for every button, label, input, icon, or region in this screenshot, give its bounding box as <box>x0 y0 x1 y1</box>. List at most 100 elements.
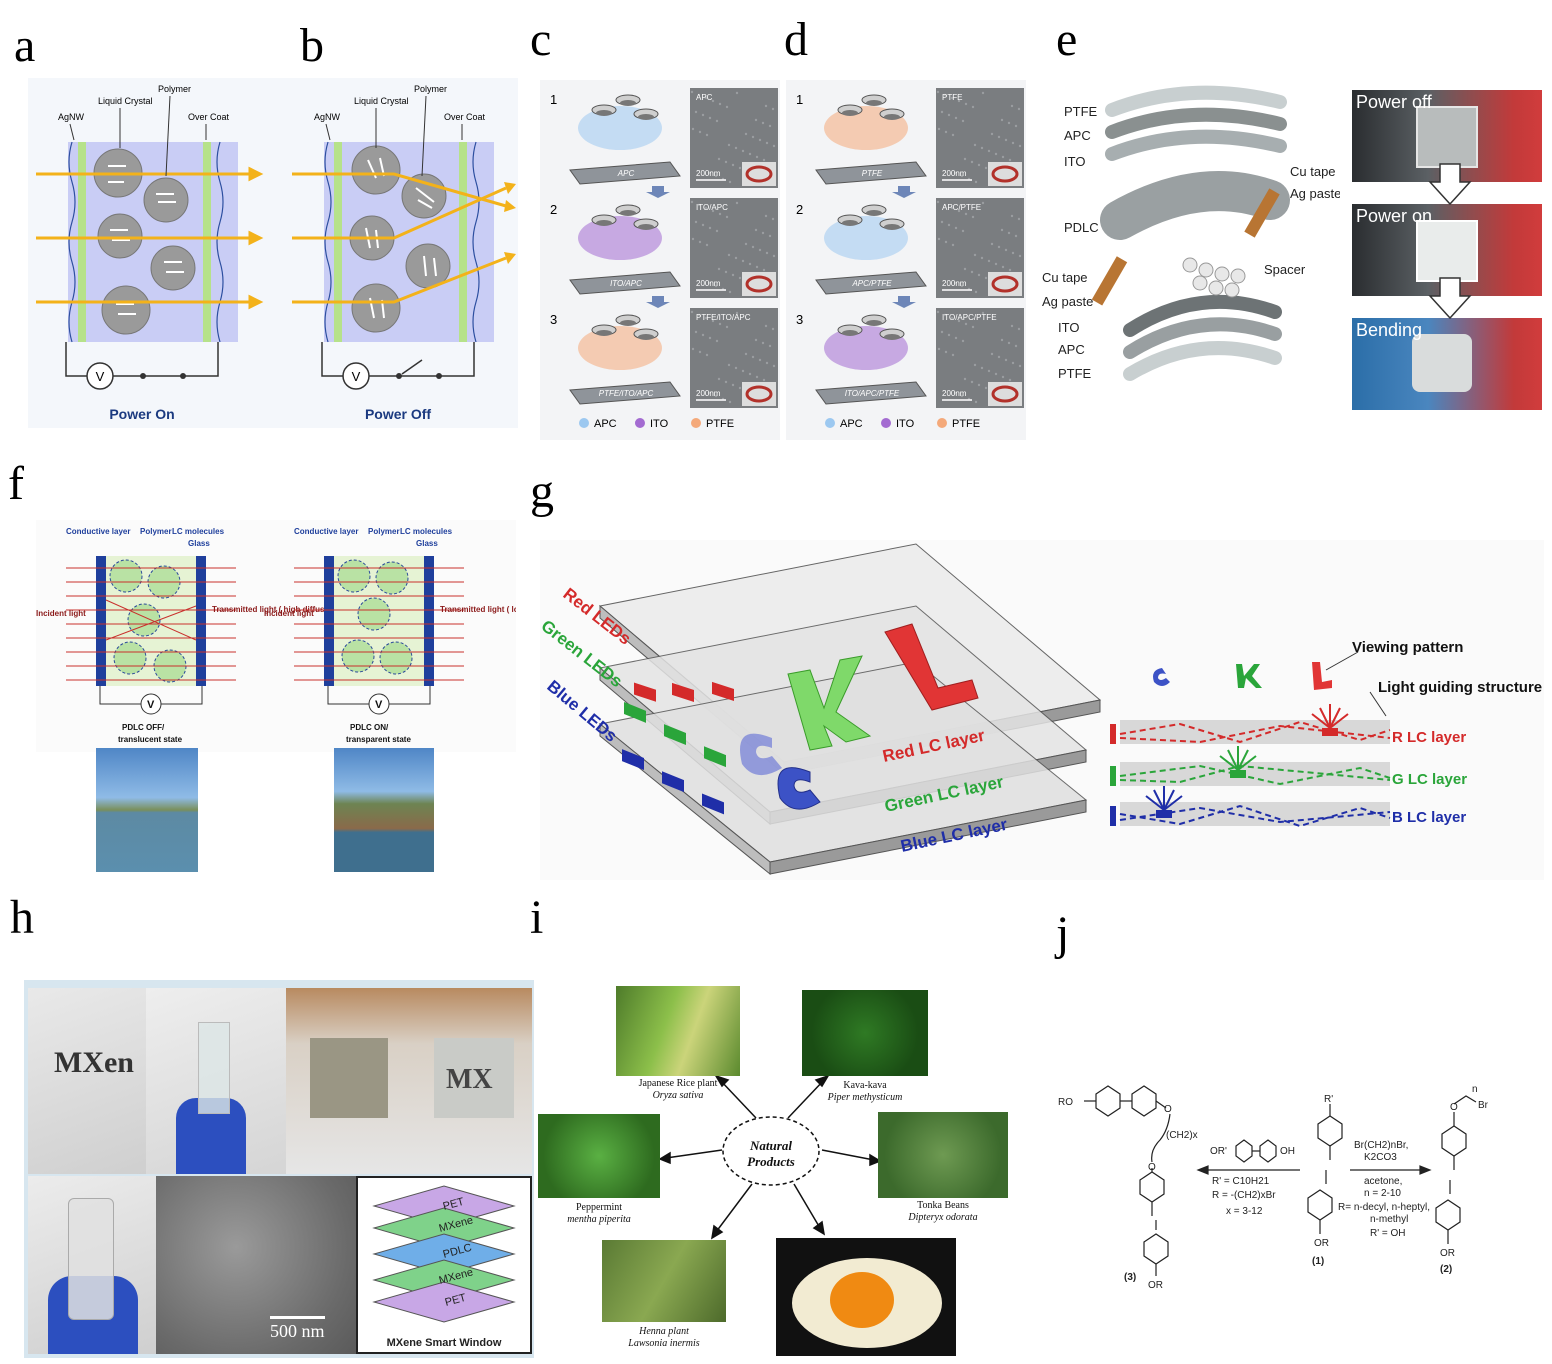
g-viewing-pattern: Viewing pattern <box>1352 639 1463 656</box>
g-r-lc-layer: R LC layer <box>1392 729 1466 746</box>
h-photo-1: MXen <box>28 988 146 1174</box>
voltmeter-b: V <box>352 369 361 384</box>
j-cmpd3: (3) <box>1124 1272 1136 1283</box>
j-br: Br <box>1478 1100 1489 1111</box>
j-right-cond-5: R= n-decyl, n-heptyl, <box>1338 1202 1430 1213</box>
g-g-lc-layer: G LC layer <box>1392 771 1467 788</box>
c-step-2-number: 2 <box>550 202 557 217</box>
h-photo-3 <box>286 988 412 1174</box>
label-lc-a: Liquid Crystal <box>98 96 153 106</box>
d-sem-3-label: ITO/APC/PTFE <box>942 313 997 322</box>
h-photo-2 <box>146 988 286 1174</box>
h-sem-scale: 500 nm <box>270 1316 325 1342</box>
e-photo-label-power-off: Power off <box>1356 92 1432 112</box>
c-sem-3-scale: 200nm <box>696 389 721 398</box>
panel-label-g: g <box>530 465 554 518</box>
d-sem-2-scale: 200nm <box>942 279 967 288</box>
j-or-3: OR <box>1148 1280 1163 1291</box>
c-sem-1-label: APC <box>696 93 713 102</box>
j-left-cond-3: x = 3-12 <box>1226 1206 1263 1217</box>
f-right-polymer: Polymer <box>368 527 400 536</box>
c-legend-apc: APC <box>594 418 617 430</box>
e-layer-ito-top: ITO <box>1064 154 1085 169</box>
f-right-conductive: Conductive layer <box>294 527 358 536</box>
c-step-2-layer: ITO/APC <box>610 279 642 288</box>
g-b-lc-layer: B LC layer <box>1392 809 1466 826</box>
i-henna-name: Henna plant <box>639 1326 689 1337</box>
i-photo-kava <box>802 990 928 1076</box>
panel-label-d: d <box>784 13 808 66</box>
c-sem-1-scale: 200nm <box>696 169 721 178</box>
i-rice-latin: Oryza sativa <box>652 1090 704 1101</box>
e-layer-ptfe-bottom: PTFE <box>1058 366 1092 381</box>
panel-label-i: i <box>530 891 544 944</box>
h-sem-image: 500 nm <box>156 1176 356 1354</box>
e-photo-label-power-on: Power on <box>1356 206 1433 226</box>
i-tonka-name: Tonka Beans <box>917 1200 969 1211</box>
j-n: n <box>1472 1084 1478 1095</box>
e-label-pdlc: PDLC <box>1064 220 1099 235</box>
e-label-cu-tape-left: Cu tape <box>1042 270 1088 285</box>
c-step-1-layer: APC <box>617 169 635 178</box>
d-sem-3-scale: 200nm <box>942 389 967 398</box>
panel-c-diagram: 1APCAPC200nm2ITO/APCITO/APC200nm3PTFE/IT… <box>540 80 780 440</box>
d-step-3-layer: ITO/APC/PTFE <box>845 389 900 398</box>
i-peppermint-latin: mentha piperita <box>567 1214 631 1225</box>
state-power-on: Power On <box>109 406 174 422</box>
j-ch2x: (CH2)x <box>1166 1130 1198 1141</box>
voltmeter-a: V <box>96 369 105 384</box>
i-kava-name: Kava-kava <box>843 1080 887 1091</box>
panel-h: MXen MX 500 nm PET MXene PDLC MXene PET <box>24 980 534 1358</box>
e-label-ag-paste-left: Ag paste <box>1042 294 1093 309</box>
i-henna-latin: Lawsonia inermis <box>628 1338 700 1349</box>
label-polymer-b: Polymer <box>414 84 447 94</box>
j-right-cond-2: K2CO3 <box>1364 1152 1397 1163</box>
i-photo-tonka <box>878 1112 1008 1198</box>
j-right-cond-4: n = 2-10 <box>1364 1188 1401 1199</box>
panel-label-b: b <box>300 19 324 72</box>
c-sem-3-label: PTFE/ITO/APC <box>696 313 751 322</box>
j-or-1: OR <box>1314 1238 1329 1249</box>
c-step-3-layer: PTFE/ITO/APC <box>599 389 654 398</box>
d-sem-1-label: PTFE <box>942 93 962 102</box>
h-photo-5 <box>28 1176 156 1354</box>
f-window-photo-off <box>96 748 198 872</box>
j-cmpd2: (2) <box>1440 1264 1452 1275</box>
c-step-3-number: 3 <box>550 312 557 327</box>
d-step-1-layer: PTFE <box>862 169 883 178</box>
panel-i: Natural Products Japanese Rice plant Ory… <box>536 978 1020 1358</box>
i-rice-name: Japanese Rice plant <box>638 1078 718 1089</box>
panel-label-c: c <box>530 13 552 66</box>
e-label-spacer: Spacer <box>1264 262 1306 277</box>
label-overcoat-a: Over Coat <box>188 112 230 122</box>
i-kava-latin: Piper methysticum <box>827 1092 903 1103</box>
panel-label-e: e <box>1056 13 1078 66</box>
j-or-2: OR <box>1440 1248 1455 1259</box>
panel-label-f: f <box>8 457 24 510</box>
e-photo-label-bending: Bending <box>1356 320 1423 340</box>
label-agnw-a: AgNW <box>58 112 85 122</box>
panel-e-diagram: PTFE APC ITO PDLC Cu tape Ag paste Space… <box>1042 85 1340 381</box>
label-polymer-a: Polymer <box>158 84 191 94</box>
e-photo-bending: Bending <box>1352 318 1542 410</box>
h-stack-caption: MXene Smart Window <box>387 1337 502 1349</box>
state-power-off: Power Off <box>365 406 431 422</box>
i-peppermint-name: Peppermint <box>575 1202 623 1213</box>
j-left-cond-1: R' = C10H21 <box>1212 1176 1270 1187</box>
j-cmpd1: (1) <box>1312 1256 1324 1267</box>
f-left-state-1: PDLC OFF/ <box>122 723 165 732</box>
f-window-photo-on <box>334 748 434 872</box>
d-step-3-number: 3 <box>796 312 803 327</box>
j-or-prime: OR' <box>1210 1146 1227 1157</box>
j-right-cond-3: acetone, <box>1364 1176 1402 1187</box>
h-stack-diagram: PET MXene PDLC MXene PET MXene Smart Win… <box>356 1176 532 1354</box>
h-stack-pet-bottom: PET <box>444 1292 468 1309</box>
label-agnw-b: AgNW <box>314 112 341 122</box>
d-step-2-number: 2 <box>796 202 803 217</box>
f-left-state-2: translucent state <box>118 735 183 744</box>
f-left-conductive: Conductive layer <box>66 527 130 536</box>
i-photo-peppermint <box>538 1114 660 1198</box>
i-tonka-latin: Dipteryx odorata <box>908 1212 978 1223</box>
f-left-glass: Glass <box>188 539 210 548</box>
e-label-cu-tape-right: Cu tape <box>1290 164 1336 179</box>
